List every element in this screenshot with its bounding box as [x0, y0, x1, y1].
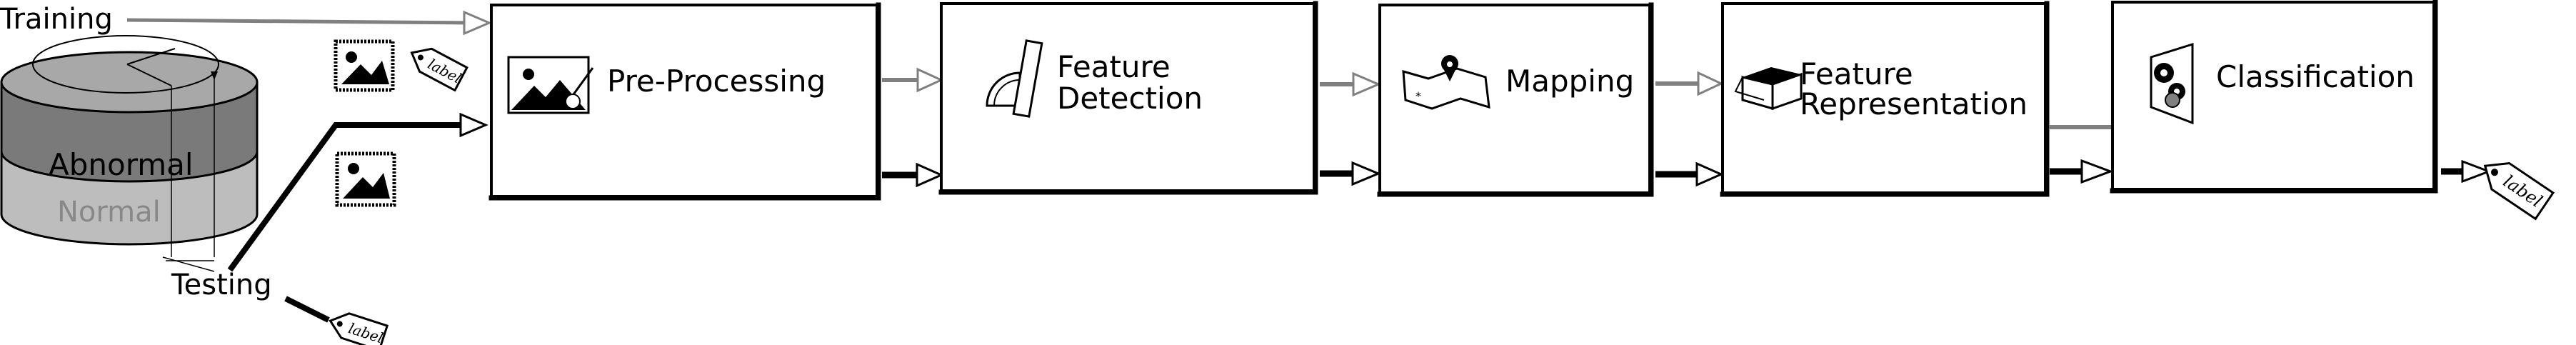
- svg-text:*: *: [1415, 89, 1421, 103]
- training-arrow-head: [463, 10, 492, 36]
- map-pin-icon: *: [1402, 55, 1490, 110]
- image-edit-icon: [507, 56, 594, 114]
- training-label: Training: [0, 3, 113, 36]
- training-image-thumbnail: [334, 39, 395, 92]
- stage-box-feature-detection: [938, 1, 1318, 195]
- training-label-tag: label: [410, 47, 468, 92]
- testing-connector-3-head: [1695, 161, 1724, 187]
- training-arrow-line: [126, 18, 472, 25]
- testing-label: Testing: [171, 269, 272, 301]
- testing-connector-1-head: [916, 162, 944, 188]
- testing-tag-connector: [284, 296, 330, 323]
- stage-label-mapping: Mapping: [1505, 64, 1634, 99]
- normal-label: Normal: [57, 196, 161, 229]
- training-connector-1-head: [916, 67, 944, 93]
- stage-label-feature-detection-line1: Feature: [1057, 49, 1171, 84]
- stage-label-feature-detection-line2: Detection: [1057, 81, 1203, 116]
- testing-connector-2-head: [1351, 161, 1381, 186]
- stage-label-feature-representation-line2: Representation: [1800, 86, 2028, 121]
- output-connector-head: [2461, 159, 2492, 184]
- training-connector-2-head: [1352, 71, 1381, 97]
- testing-arrow-head: [459, 112, 488, 138]
- testing-image-thumbnail: [335, 151, 396, 207]
- database-cylinder: [0, 35, 259, 272]
- stage-label-feature-representation-line1: Feature: [1800, 56, 1913, 91]
- open-box-icon: [1734, 67, 1803, 111]
- testing-label-tag: label: [329, 312, 389, 345]
- testing-connector-4-head: [2080, 159, 2114, 184]
- stage-box-pre-processing: [488, 2, 881, 201]
- output-label-tag: label: [2483, 161, 2555, 221]
- stage-label-classification: Classification: [2216, 59, 2415, 94]
- abnormal-label: Abnormal: [49, 147, 194, 182]
- training-connector-3-head: [1697, 71, 1724, 96]
- protractor-ruler-icon: [986, 39, 1043, 118]
- gears-icon: [2150, 42, 2194, 125]
- testing-arrow-line: [227, 122, 464, 272]
- stage-label-pre-processing: Pre-Processing: [607, 64, 826, 99]
